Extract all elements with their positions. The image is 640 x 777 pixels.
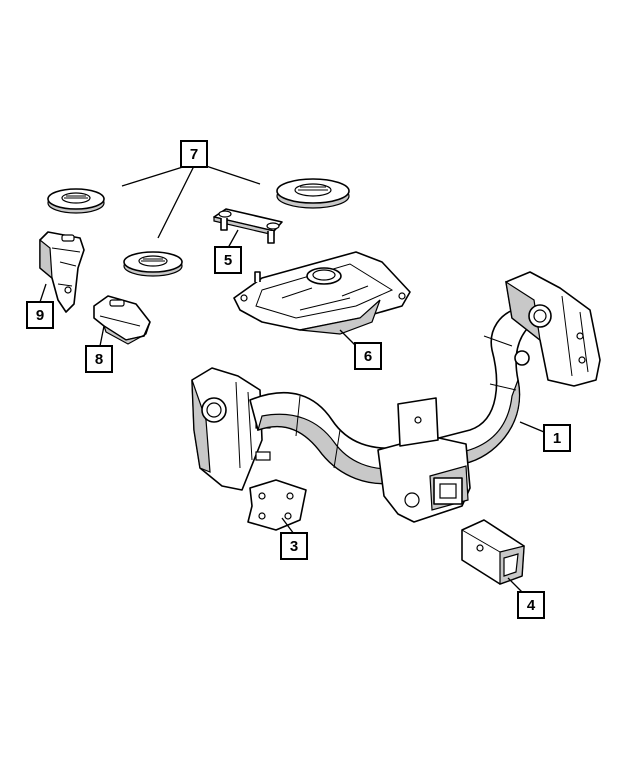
callout-7-label: 7 [190,146,198,163]
skid-plate [233,251,411,335]
side-bracket [39,231,85,313]
grommet-left [47,188,105,214]
callout-3-label: 3 [290,538,298,555]
callout-9-label: 9 [36,307,44,324]
hitch-receiver-assembly [191,271,601,523]
callout-5: 5 [214,246,242,274]
receiver-sleeve [461,519,525,585]
callout-4-label: 4 [527,597,536,614]
callout-5-label: 5 [224,252,232,269]
callout-8: 8 [85,345,113,373]
stud-plate [213,208,283,244]
callout-6-label: 6 [364,348,372,365]
callout-4: 4 [517,591,545,619]
callout-9: 9 [26,301,54,329]
callout-6: 6 [354,342,382,370]
grommet-right [276,178,350,209]
callout-1: 1 [543,424,571,452]
reinforcement-plate [247,479,307,531]
mount-bracket [93,295,151,345]
grommet-center [123,251,183,277]
callout-1-label: 1 [553,430,561,447]
callout-8-label: 8 [95,351,103,368]
leader-lines [39,165,545,595]
callout-3: 3 [280,532,308,560]
callout-7: 7 [180,140,208,168]
